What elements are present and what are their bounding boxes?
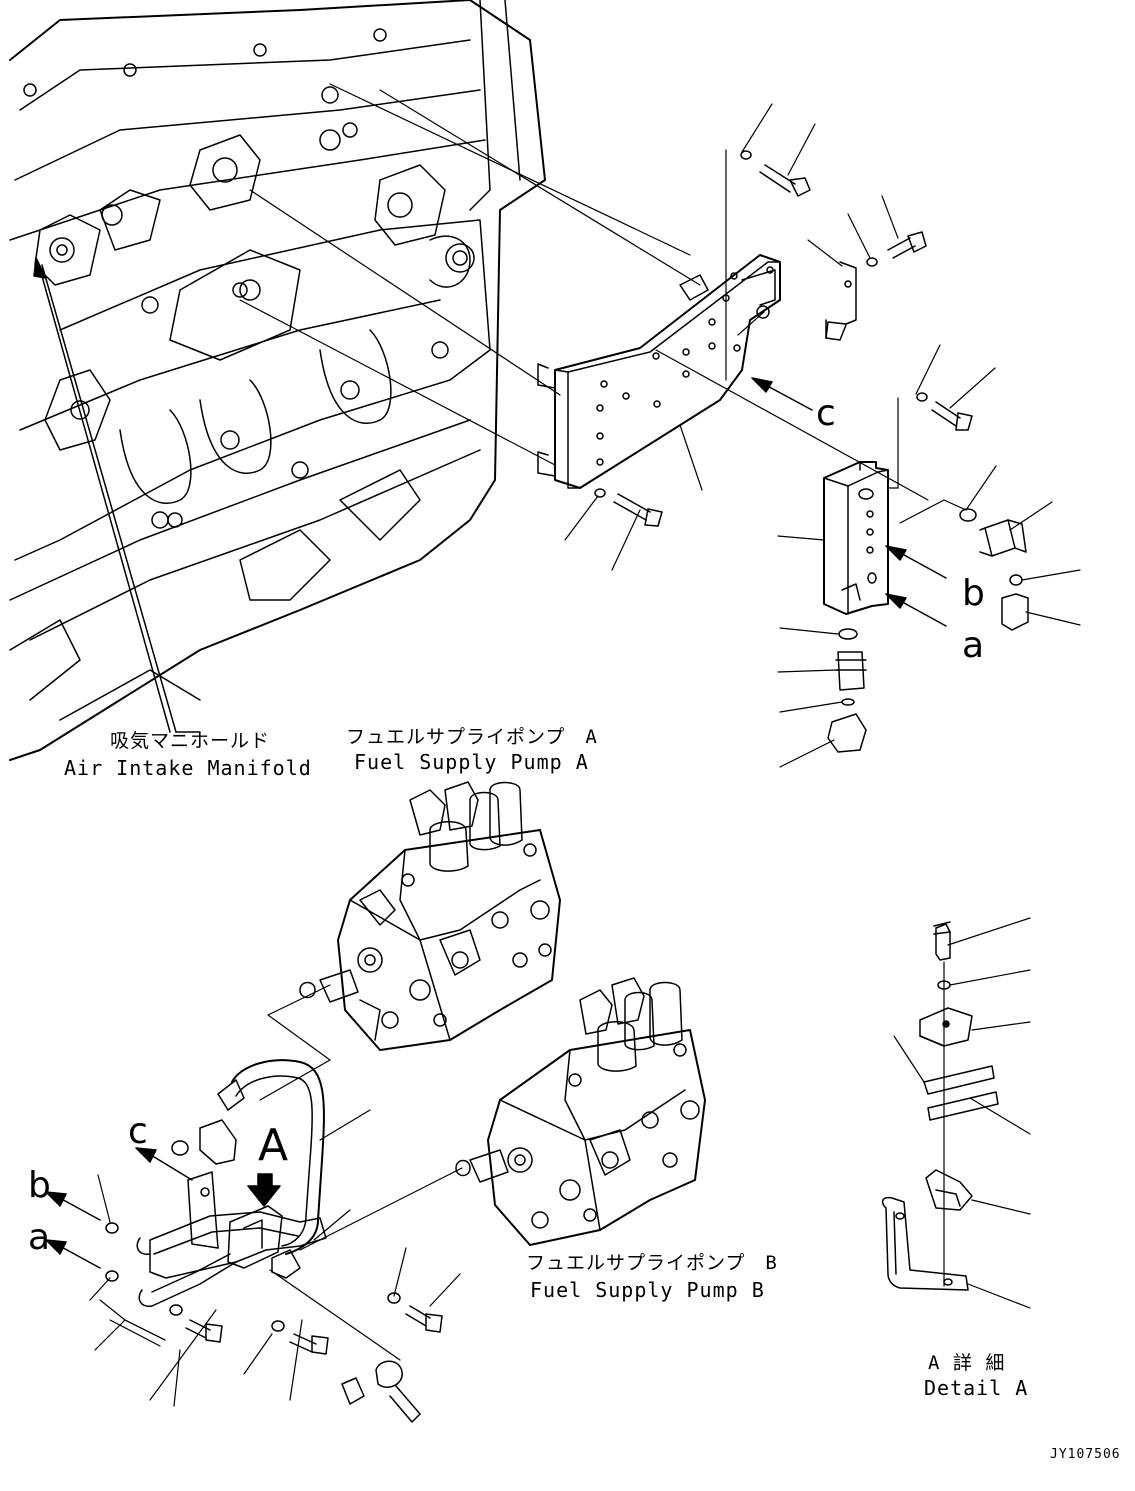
engine-block [10, 0, 545, 760]
detail-a-label-en: Detail A [924, 1376, 1029, 1400]
detail-arrow-letter-a: A [258, 1120, 289, 1171]
fitting-block [824, 462, 1028, 752]
fuel-pump-a-label-jp: フュエルサプライポンプ A [346, 726, 598, 748]
view-letter-b-upper: b [962, 573, 985, 614]
leader-lines-upper [565, 104, 1080, 767]
view-letter-c-lower: c [128, 1111, 148, 1152]
view-letter-a-lower: a [28, 1217, 51, 1258]
detail-a-arrow [248, 1174, 280, 1206]
pump-leaders [90, 985, 462, 1406]
intake-manifold-pointer [34, 258, 200, 732]
fuel-pump-b-label-en: Fuel Supply Pump B [530, 1278, 765, 1302]
fuel-pump-a [300, 782, 560, 1050]
detail-a-label-jp: A 詳 細 [928, 1352, 1006, 1374]
fuel-pump-b-label-jp: フュエルサプライポンプ B [526, 1252, 778, 1274]
drawing-number: JY107506 [1050, 1447, 1121, 1462]
view-arrows-lower [46, 1148, 192, 1268]
view-letter-b-lower: b [28, 1165, 51, 1206]
intake-manifold-label-en: Air Intake Manifold [64, 756, 312, 780]
view-letter-a-upper: a [962, 625, 985, 666]
detail-a-leaders [894, 918, 1030, 1308]
fuel-pipe-assembly [106, 1060, 442, 1422]
upper-bolts [595, 151, 972, 526]
fuel-pump-a-label-en: Fuel Supply Pump A [354, 750, 589, 774]
mounting-plate [538, 255, 780, 488]
view-arrows-upper [752, 378, 946, 626]
detail-a-clamp [883, 922, 998, 1290]
intake-manifold-label-jp: 吸気マニホールド [110, 730, 271, 752]
engine-to-plate-lines [240, 84, 700, 465]
view-letter-c-upper: c [816, 393, 836, 434]
fuel-pump-b [456, 978, 705, 1245]
small-bracket [826, 262, 856, 340]
